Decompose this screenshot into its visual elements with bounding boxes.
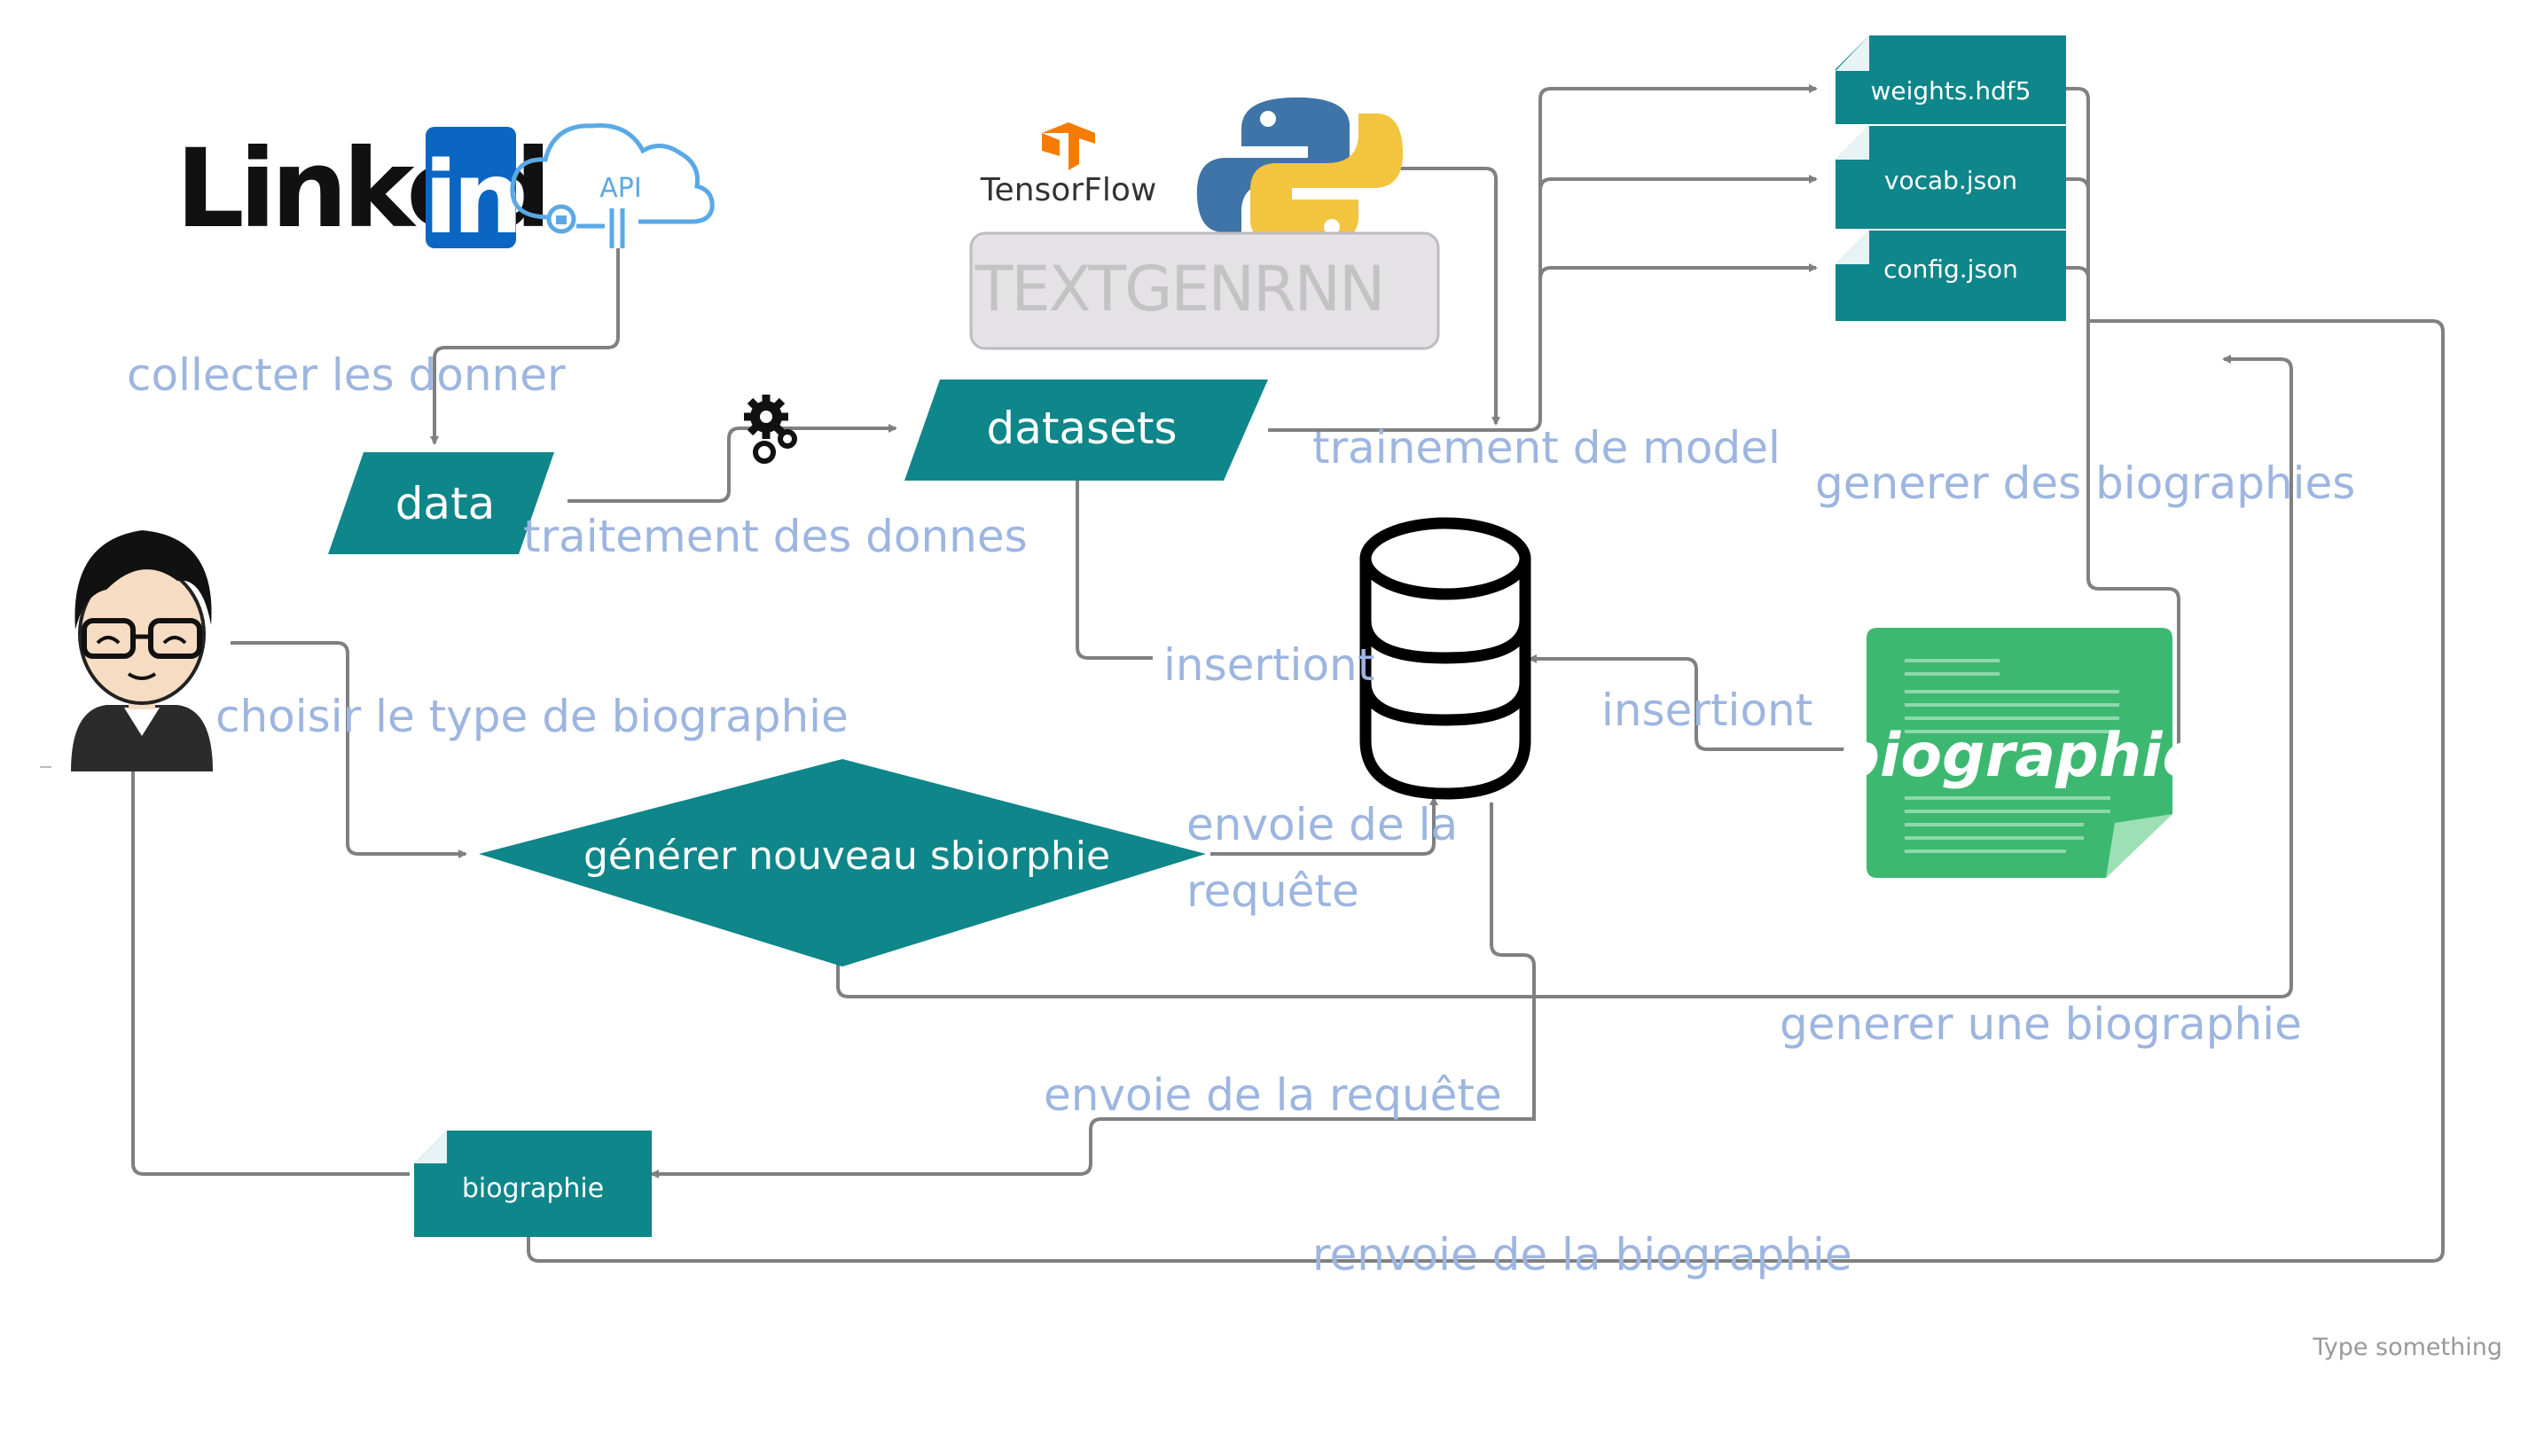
connector-config-out: [2053, 266, 2090, 279]
connector-database-to-output: [650, 802, 1536, 1178]
connectors: [129, 84, 2445, 1263]
datasets-node-label: datasets: [986, 403, 1177, 454]
label-generer-des: generer des biographies: [1815, 458, 2355, 509]
label-choisir: choisir le type de biographie: [215, 691, 849, 742]
tensorflow-label: TensorFlow: [980, 172, 1157, 208]
biographie-document-label: biographie: [1836, 721, 2203, 791]
connector-datasets-to-vocab: [1538, 175, 1818, 192]
api-cloud-icon: API: [510, 123, 715, 248]
connector-datasets-to-weights: [1268, 84, 1818, 432]
database-icon: [1359, 517, 1531, 800]
connector-doc-to-database: [1528, 654, 1853, 751]
config-file: config.json: [1835, 231, 2066, 321]
decision-node-label: générer nouveau sbiorphie: [583, 834, 1110, 879]
label-traitement: traitement des donnes: [523, 511, 1028, 562]
linkedin-logo: Linked in: [176, 126, 552, 256]
data-node: data: [328, 452, 554, 554]
connector-files-to-biographie: [2053, 87, 2180, 760]
connector-model-to-output: [524, 319, 2445, 1263]
label-collect: collecter les donner: [127, 349, 566, 401]
data-node-label: data: [395, 478, 496, 529]
datasets-node: datasets: [904, 380, 1268, 481]
output-biographie-label: biographie: [462, 1173, 604, 1204]
connector-datasets-to-config: [1538, 263, 1818, 280]
vocab-file-label: vocab.json: [1884, 166, 2017, 195]
python-icon-yellow: [1250, 114, 1404, 249]
api-label: API: [599, 173, 641, 204]
output-biographie: biographie: [414, 1131, 652, 1237]
label-trainement: trainement de model: [1312, 422, 1781, 474]
connector-python-to-training: [1397, 167, 1500, 426]
weights-file: weights.hdf5: [1835, 35, 2066, 124]
linkedin-in-text: in: [424, 141, 518, 256]
biographie-document: biographie: [1836, 628, 2203, 878]
python-logo: [1196, 97, 1404, 249]
connector-output-to-user: [129, 761, 410, 1176]
tensorflow-icon: [1042, 122, 1095, 170]
decision-node: générer nouveau sbiorphie: [479, 759, 1206, 967]
label-insertion-right: insertiont: [1601, 685, 1812, 736]
connector-decision-to-generator: [836, 355, 2293, 998]
label-envoie-1-line2: requête: [1186, 865, 1359, 917]
label-generer-une: generer une biographie: [1780, 998, 2302, 1050]
connector-data-to-datasets: [567, 424, 897, 503]
label-insertion-left: insertiont: [1163, 639, 1374, 691]
label-envoie-2: envoie de la requête: [1044, 1069, 1502, 1121]
vocab-file: vocab.json: [1835, 126, 2066, 229]
connector-api-to-data: [430, 248, 620, 445]
gears-icon: [744, 395, 797, 464]
textgenrnn-label: TEXTGENRNN: [974, 253, 1384, 325]
label-envoie-1-line1: envoie de la: [1186, 799, 1458, 850]
textgenrnn-box: TEXTGENRNN: [969, 231, 1440, 350]
connector-decision-to-database: [1210, 796, 1438, 856]
config-file-label: config.json: [1883, 254, 2018, 284]
connector-datasets-to-database: [1076, 479, 1153, 660]
tensorflow-logo: TensorFlow: [980, 122, 1157, 208]
label-renvoie: renvoie de la biographie: [1312, 1229, 1852, 1280]
user-avatar: [71, 530, 213, 771]
connector-user-to-decision: [231, 641, 467, 858]
type-something-placeholder[interactable]: Type something: [2312, 1334, 2502, 1361]
weights-file-label: weights.hdf5: [1870, 76, 2031, 106]
connector-vocab-out: [2053, 177, 2090, 191]
